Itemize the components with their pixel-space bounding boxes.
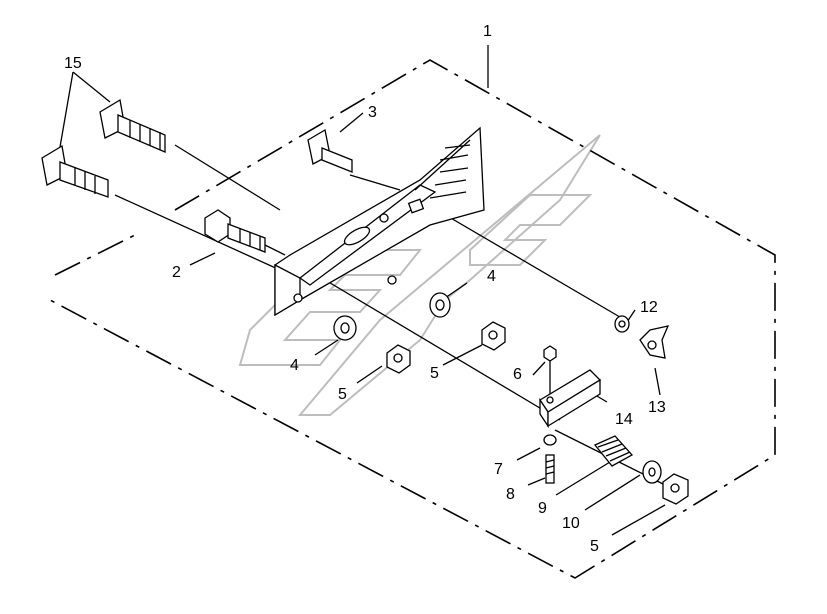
washer-4-lower xyxy=(333,315,357,341)
washer-4-upper xyxy=(429,292,451,318)
screw-8 xyxy=(545,454,555,484)
watermark-logo xyxy=(238,134,601,416)
callout-10: 10 xyxy=(562,515,580,532)
callout-labels: 1 15 3 2 4 4 5 5 5 6 7 8 9 10 12 13 14 xyxy=(64,23,666,555)
callout-7: 7 xyxy=(494,461,503,478)
carriage-bolt-3 xyxy=(307,128,353,173)
callout-6: 6 xyxy=(513,366,522,383)
carriage-bolt-lower xyxy=(41,144,109,198)
callout-4-upper: 4 xyxy=(487,268,496,285)
callout-1: 1 xyxy=(483,23,492,40)
callout-12: 12 xyxy=(640,299,658,316)
callout-5-mid: 5 xyxy=(430,365,439,382)
washer-7 xyxy=(543,434,557,446)
hex-nut-5-upper xyxy=(481,321,506,351)
callout-8: 8 xyxy=(506,486,515,503)
callout-3: 3 xyxy=(368,104,377,121)
adjusting-block-14 xyxy=(539,369,602,429)
callout-2: 2 xyxy=(172,264,181,281)
callout-15: 15 xyxy=(64,55,82,72)
callout-5-right: 5 xyxy=(590,538,599,555)
callout-14: 14 xyxy=(615,411,633,428)
adjustment-bracket xyxy=(274,126,485,317)
callout-5-left: 5 xyxy=(338,386,347,403)
callout-4-lower: 4 xyxy=(290,357,299,374)
hex-bolt-2 xyxy=(204,209,266,253)
callout-13: 13 xyxy=(648,399,666,416)
hex-nut-5-right xyxy=(662,473,689,505)
hex-nut-5-lower xyxy=(386,344,411,374)
callout-9: 9 xyxy=(538,500,547,517)
carriage-bolt-upper xyxy=(99,98,166,153)
small-nut-6 xyxy=(543,345,557,362)
assembly-boundary xyxy=(49,59,776,579)
wing-nut-13 xyxy=(639,325,670,359)
compression-spring-9 xyxy=(593,435,634,467)
washer-10 xyxy=(642,460,662,484)
washer-12 xyxy=(614,315,630,333)
